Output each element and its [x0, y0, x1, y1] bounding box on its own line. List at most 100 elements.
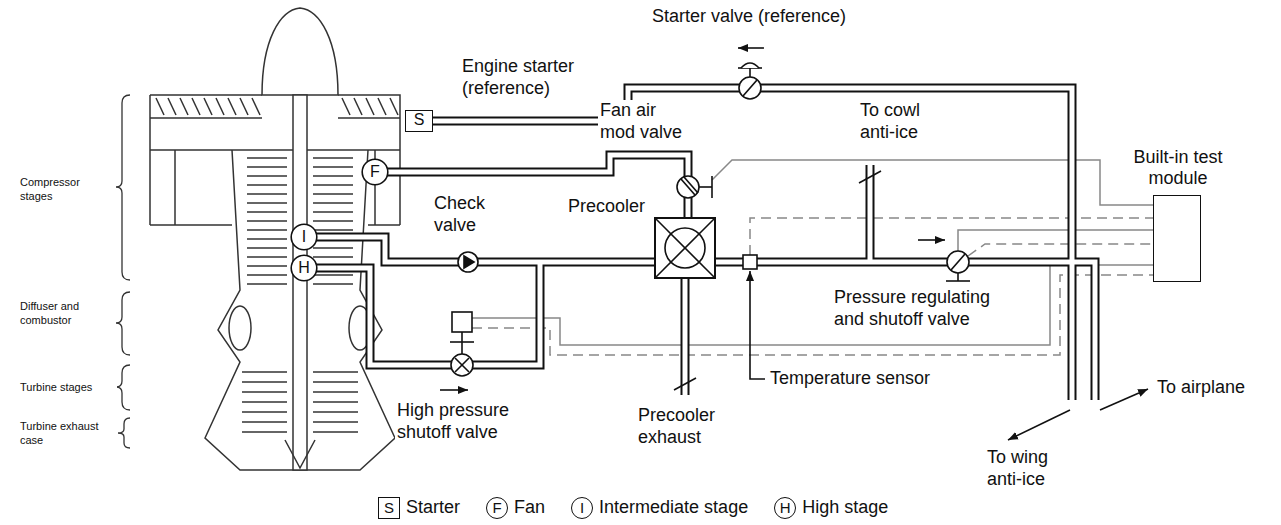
engine-blade: [313, 256, 353, 258]
component-label: High pressure shutoff valve: [395, 400, 529, 443]
section-label: Diffuser and combustor: [18, 300, 94, 328]
engine-illustration: [229, 306, 251, 350]
engine-blade: [313, 247, 353, 249]
legend-item: FFan: [486, 497, 545, 519]
engine-blade: [247, 193, 287, 195]
engine-blade: [247, 202, 287, 204]
legend-text: Starter: [406, 497, 460, 519]
valve-symbol: [461, 332, 463, 354]
engine-blade: [313, 274, 353, 276]
engine-blade: [216, 98, 224, 115]
port-letter: F: [357, 164, 393, 180]
flow-arrow: [1100, 389, 1148, 410]
legend-symbol: F: [486, 497, 508, 519]
engine-blade: [313, 411, 358, 413]
flow-arrow: [738, 47, 764, 49]
engine-blade: [366, 98, 374, 115]
component-label: Temperature sensor: [768, 368, 932, 390]
flow-arrow: [440, 389, 468, 391]
engine-blade: [247, 220, 287, 222]
duct-break-mark: [674, 378, 696, 390]
valve-symbol: [655, 218, 715, 278]
engine-blade: [242, 411, 287, 413]
signal-line: [472, 265, 1153, 345]
engine-blade: [313, 175, 353, 177]
engine-blade: [313, 166, 353, 168]
duct-outline: [715, 262, 1095, 400]
engine-blade: [228, 98, 236, 115]
engine-blade: [313, 220, 353, 222]
duct-break-mark: [859, 171, 881, 183]
engine-blade: [204, 98, 212, 115]
engine-blade: [313, 431, 358, 433]
section-brace: [118, 418, 130, 448]
duct-outline: [314, 237, 655, 262]
component-label: Starter valve (reference): [650, 6, 848, 28]
engine-blade: [242, 391, 287, 393]
valve-symbol: [464, 256, 474, 268]
valve-symbol: [455, 358, 469, 372]
legend-symbol: I: [571, 497, 593, 519]
legend-text: High stage: [802, 497, 888, 519]
engine-illustration: [262, 8, 338, 95]
engine-blade: [247, 175, 287, 177]
signal-line: [968, 244, 1153, 256]
engine-blade: [192, 98, 200, 115]
duct-bore: [683, 276, 688, 397]
component-label: Fan air mod valve: [598, 100, 694, 143]
engine-blade: [313, 371, 358, 373]
valve-symbol: [452, 312, 472, 332]
engine-blade: [313, 184, 353, 186]
component-label: Precooler exhaust: [636, 405, 730, 448]
legend-item: I Intermediate stage: [571, 497, 748, 519]
valve-symbol: [946, 280, 970, 282]
section-brace: [116, 95, 130, 280]
duct-bore: [427, 88, 1072, 402]
duct-outline: [385, 155, 688, 218]
duct-bore: [314, 262, 540, 365]
engine-blade: [242, 431, 287, 433]
engine-illustration: [338, 95, 400, 225]
duct-bore: [314, 88, 1095, 402]
port-letter: H: [286, 260, 322, 276]
port-box: S: [405, 110, 433, 132]
valve-symbol: [455, 358, 469, 372]
engine-illustration: [150, 95, 262, 225]
valve-symbol: [947, 251, 969, 273]
legend-item: HHigh stage: [774, 497, 888, 519]
section-brace: [116, 365, 130, 410]
engine-blade: [247, 211, 287, 213]
engine-blade: [156, 98, 164, 115]
engine-blade: [313, 202, 353, 204]
engine-blade: [313, 229, 353, 231]
duct-bore: [713, 262, 1095, 402]
legend-text: Intermediate stage: [599, 497, 748, 519]
engine-blade: [342, 98, 350, 115]
component-label: To airplane: [1155, 377, 1247, 399]
valve-symbol: [743, 80, 757, 96]
engine-blade: [390, 98, 398, 115]
valve-symbol: [951, 254, 965, 270]
valve-symbol: [684, 177, 698, 193]
valve-symbol: [957, 273, 959, 281]
duct-bore: [314, 237, 657, 262]
section-label: Compressor stages: [18, 176, 94, 204]
engine-blade: [313, 193, 353, 195]
component-label: Engine starter (reference): [460, 56, 594, 99]
valve-symbol: [450, 341, 474, 343]
engine-blade: [247, 157, 287, 159]
signal-line: [958, 230, 1153, 251]
duct-bore: [385, 155, 688, 220]
duct-outline: [314, 262, 540, 365]
section-brace: [116, 95, 130, 448]
port-letter: S: [406, 112, 432, 128]
engine-illustration: [285, 440, 315, 468]
legend-symbol: S: [378, 497, 400, 519]
port-circle: H: [286, 254, 322, 282]
engine-blade: [242, 421, 287, 423]
legend: S Starter FFan I Intermediate stage HHigh sta…: [378, 497, 914, 519]
port-letter: I: [286, 229, 322, 245]
section-brace: [116, 292, 130, 355]
flow-arrow: [1008, 410, 1070, 440]
